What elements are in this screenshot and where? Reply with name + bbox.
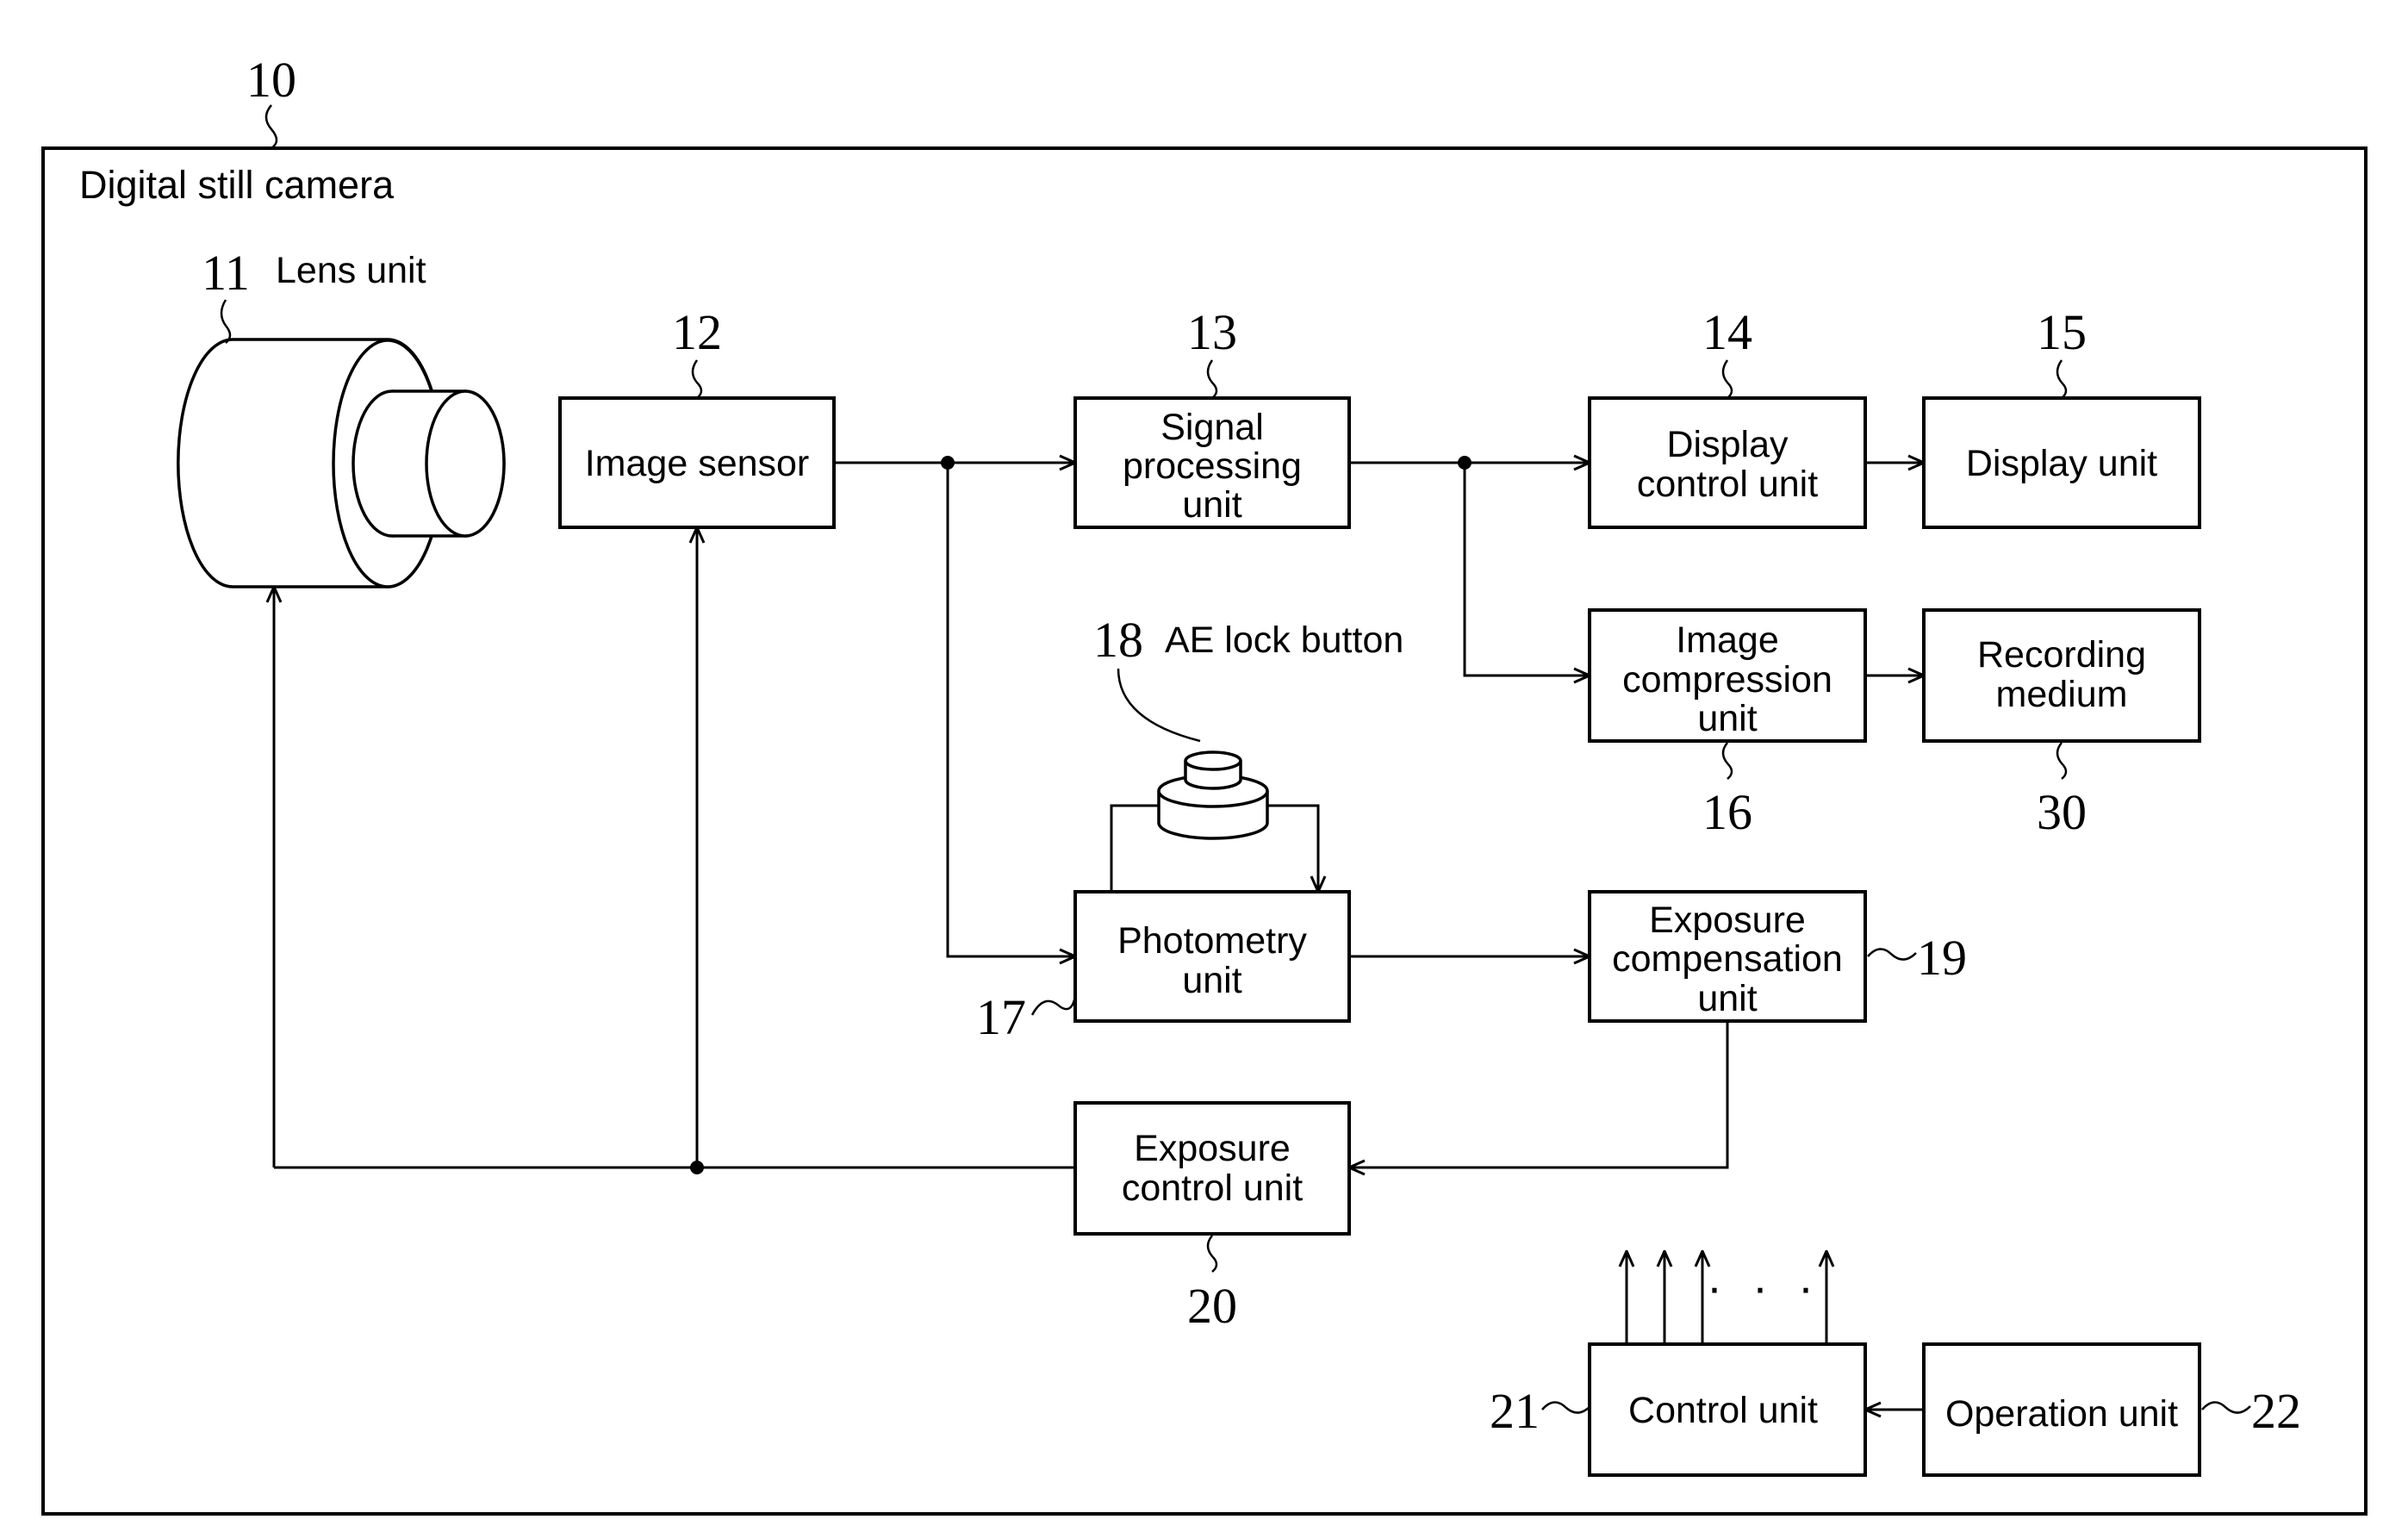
- exposure-compensation-to-exposure-control: [1349, 1021, 1727, 1168]
- operation-unit-leader: [2202, 1402, 2250, 1412]
- exposure-compensation-leader: [1868, 949, 1916, 959]
- display-unit-leader: [2057, 360, 2066, 398]
- control-unit-leader: [1542, 1402, 1590, 1412]
- control-output-ellipsis: · · ·: [1707, 1261, 1822, 1313]
- signal-processing-ref: 13: [1187, 304, 1237, 360]
- image-compression-line-3: unit: [1697, 698, 1757, 739]
- ae-lock-wire-in: [1267, 806, 1318, 892]
- display-control-line-2: control unit: [1637, 464, 1818, 505]
- display-unit-label: Display unit: [1966, 443, 2157, 484]
- lens-ref: 11: [202, 245, 250, 301]
- exposure-compensation-line-3: unit: [1697, 978, 1757, 1019]
- control-unit-label: Control unit: [1628, 1390, 1818, 1431]
- photometry-line-1: Photometry: [1117, 920, 1307, 962]
- image-compression-line-1: Image: [1676, 620, 1779, 661]
- photometry-ref: 17: [976, 989, 1026, 1045]
- exposure-compensation-line-2: compensation: [1612, 938, 1843, 980]
- exposure-control-leader: [1208, 1236, 1216, 1272]
- ae-lock-wire-out: [1111, 806, 1159, 892]
- exposure-compensation-line-1: Exposure: [1649, 900, 1806, 941]
- display-unit-ref: 15: [2037, 304, 2087, 360]
- figure-ref-label: 10: [246, 52, 296, 108]
- display-control-ref: 14: [1702, 304, 1752, 360]
- operation-unit-ref: 22: [2251, 1383, 2301, 1439]
- photometry-leader: [1032, 996, 1075, 1015]
- ae-lock-button-icon: [1159, 752, 1267, 838]
- signal-processing-line-2: processing: [1123, 445, 1302, 487]
- image-compression-leader: [1723, 743, 1732, 779]
- lens-label: Lens unit: [276, 250, 426, 291]
- signal-processing-to-image-compression: [1465, 463, 1590, 676]
- lens-front-glass: [426, 391, 504, 536]
- exposure-control-ref: 20: [1187, 1278, 1237, 1334]
- sensor-to-photometry: [948, 463, 1075, 956]
- exposure-control-line-1: Exposure: [1134, 1128, 1291, 1169]
- ae-lock-label: AE lock button: [1165, 620, 1403, 661]
- signal-processing-line-3: unit: [1182, 484, 1241, 526]
- exposure-compensation-ref: 19: [1917, 930, 1967, 986]
- display-control-line-1: Display: [1667, 424, 1789, 465]
- ae-lock-leader: [1118, 669, 1200, 741]
- display-control-leader: [1723, 360, 1732, 398]
- image-sensor-ref: 12: [672, 304, 722, 360]
- recording-medium-line-2: medium: [1996, 674, 2128, 715]
- control-unit-ref: 21: [1490, 1383, 1540, 1439]
- photometry-line-2: unit: [1182, 960, 1241, 1001]
- image-sensor-label: Image sensor: [585, 443, 810, 484]
- image-compression-ref: 16: [1702, 784, 1752, 840]
- signal-processing-leader: [1208, 360, 1216, 398]
- recording-medium-line-1: Recording: [1977, 634, 2146, 676]
- lens-leader: [221, 300, 230, 343]
- figure-title: Digital still camera: [79, 163, 395, 207]
- recording-medium-leader: [2057, 743, 2066, 779]
- image-sensor-leader: [693, 360, 701, 398]
- figure-ref-leader: [266, 105, 277, 148]
- operation-unit-label: Operation unit: [1945, 1393, 2178, 1435]
- ae-lock-ref: 18: [1093, 612, 1143, 668]
- exposure-control-line-2: control unit: [1122, 1168, 1303, 1209]
- image-compression-line-2: compression: [1622, 659, 1832, 701]
- recording-medium-ref: 30: [2037, 784, 2087, 840]
- lens-unit: [178, 339, 504, 587]
- signal-processing-line-1: Signal: [1160, 407, 1264, 448]
